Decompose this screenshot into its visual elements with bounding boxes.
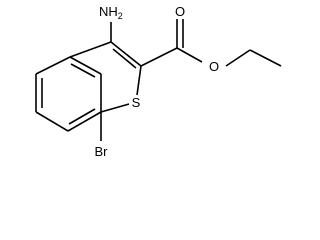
bond-carbonyl-c-ester-o [176,47,203,63]
bond-c7a-c3a-inner [70,63,96,78]
carbonyl-oxygen-label: O [175,4,185,19]
bond-c3-c2-inner [112,48,137,69]
bond-c6-c7 [67,111,102,132]
bond-c2-s [136,65,142,96]
bond-ester-o-ch2 [225,49,251,67]
substituents [100,19,282,141]
benzene-ring [35,56,102,132]
bond-ch2-ch3 [249,49,282,67]
bond-s-c7a [100,103,130,113]
bond-c7a-c3a [69,56,102,75]
sulfur-label: S [132,95,141,110]
chemical-structure: NH2 O O S Br [35,4,282,159]
bond-c5-c6 [35,111,69,132]
ester-oxygen-label: O [209,59,219,74]
bond-c3a-c4 [35,56,71,75]
bromine-label: Br [95,144,109,159]
bond-c6-c7-inner [68,108,96,125]
bond-c2-carbonyl-c [140,47,178,67]
bond-c3a-c3 [69,41,112,58]
thiophene-ring [69,41,142,113]
bond-c3-c2 [110,41,142,67]
amino-label: NH2 [99,4,123,21]
